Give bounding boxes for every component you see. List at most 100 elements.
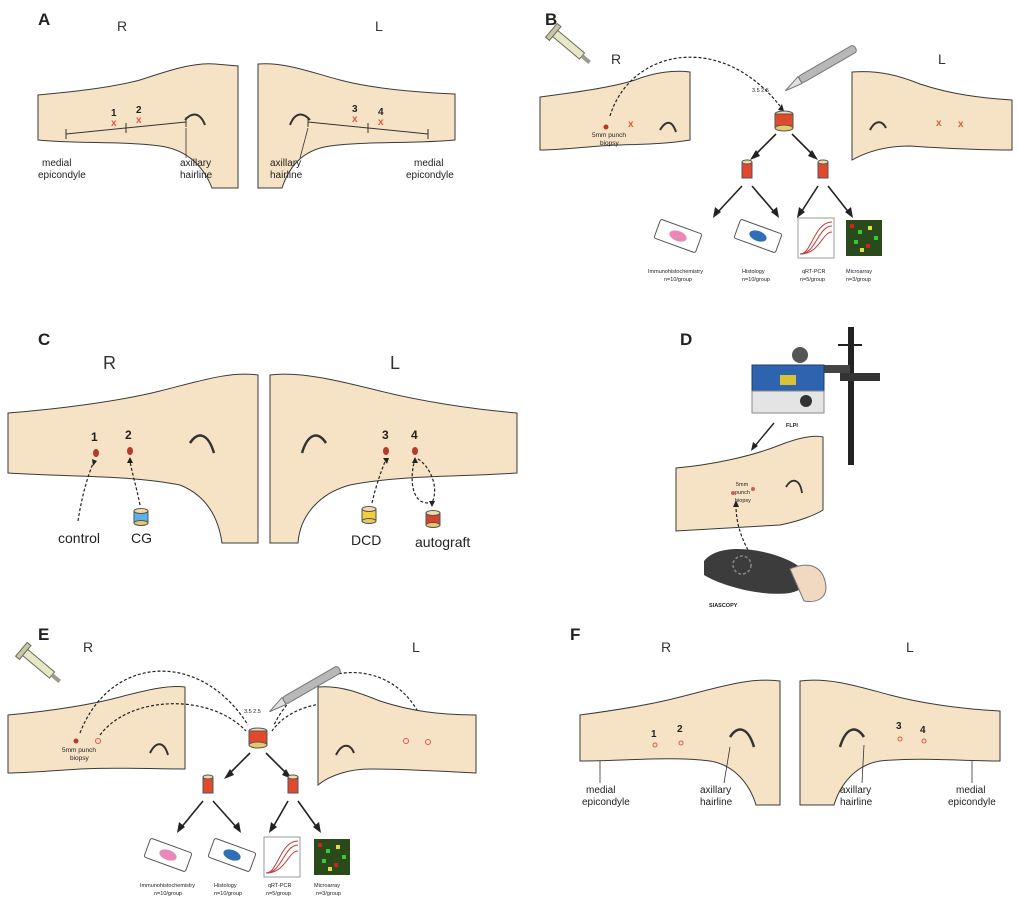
landmark-label: medial — [586, 785, 615, 796]
biopsy-wound — [74, 739, 79, 744]
biopsy-wound — [751, 487, 755, 491]
cg-graft-icon — [134, 509, 148, 526]
landmark-label: medial — [414, 158, 443, 169]
biopsy-label: 5mm — [736, 482, 749, 488]
site-label: 3 — [896, 721, 902, 732]
autograft-icon — [426, 511, 440, 528]
qpcr-curve-icon — [264, 837, 300, 877]
biopsy-label: biopsy — [735, 498, 751, 504]
output-n: n=10/group — [154, 891, 182, 897]
biopsy-label: biopsy — [70, 755, 90, 762]
landmark-label: hairline — [700, 797, 733, 808]
left-arm — [852, 72, 1012, 160]
panel-a: A R 1 2 x x medial epicondyle axillary h… — [0, 0, 500, 200]
output-name: Microarray — [314, 883, 340, 889]
landmark-label: epicondyle — [948, 797, 996, 808]
site-label: 4 — [920, 725, 926, 736]
stand-pole — [848, 327, 854, 465]
histology-slide-icon — [734, 219, 782, 253]
left-arm — [270, 374, 517, 543]
biopsy-marker: x — [111, 118, 117, 129]
site-label: 2 — [125, 428, 132, 442]
site-label: 1 — [651, 729, 657, 740]
graft-label: CG — [131, 530, 152, 546]
output-name: Microarray — [846, 269, 872, 275]
biopsy-marker: x — [136, 115, 142, 126]
scalpel-icon — [782, 45, 857, 93]
side-label-right: R — [611, 51, 621, 67]
output-name: Histology — [742, 269, 765, 275]
microarray-icon — [846, 220, 882, 256]
landmark-label: hairline — [840, 797, 873, 808]
device-label: FLPI — [786, 423, 798, 429]
ruler-label: 3.5 2.5 — [752, 88, 769, 94]
panel-f: F R 1 2 medial epicondyle axillary hairl… — [560, 615, 1018, 815]
panel-d-drawing: FLPI 5mm punch biopsy SIASCOPY — [640, 325, 900, 610]
site-label: 1 — [91, 430, 98, 444]
side-label-left: L — [906, 639, 914, 655]
biopsy-label: 5mm punch — [62, 747, 96, 754]
biopsy-label: punch — [735, 490, 750, 496]
output-n: n=3/group — [316, 891, 341, 897]
histology-slide-icon — [208, 838, 256, 872]
right-arm — [8, 374, 258, 543]
landmark-label: epicondyle — [406, 170, 454, 181]
panel-e: E R 5mm punch biopsy 3.5 2.5 — [0, 615, 520, 898]
landmark-label: axillary — [700, 785, 731, 796]
panel-letter: F — [570, 625, 580, 645]
landmark-label: hairline — [180, 170, 213, 181]
side-label-left: L — [375, 18, 383, 34]
panel-a-drawing: R 1 2 x x medial epicondyle axillary hai… — [0, 0, 500, 200]
biopsy-marker: x — [936, 118, 942, 129]
wound-site — [93, 449, 99, 457]
tissue-sample-icon — [775, 111, 793, 131]
landmark-label: axillary — [840, 785, 871, 796]
panel-b: B R x 5mm punch biopsy 3.5 2.5 — [520, 0, 1018, 300]
panel-letter: E — [38, 625, 49, 645]
graft-label: control — [58, 530, 100, 546]
side-label-left: L — [412, 639, 420, 655]
forearm — [676, 436, 823, 531]
site-label: 2 — [677, 724, 683, 735]
biopsy-wound — [604, 125, 609, 130]
side-label-right: R — [103, 353, 116, 373]
output-n: n=10/group — [214, 891, 242, 897]
landmark-label: epicondyle — [582, 797, 630, 808]
left-arm — [318, 687, 476, 785]
output-n: n=3/group — [846, 277, 871, 283]
panel-letter: B — [545, 10, 557, 30]
side-label-left: L — [938, 51, 946, 67]
biopsy-marker: x — [958, 119, 964, 130]
wound-site — [383, 447, 389, 455]
punch-biopsy-tool-icon — [16, 642, 66, 688]
wound-site — [412, 447, 418, 455]
site-label: 3 — [382, 428, 389, 442]
tissue-half-icon — [818, 160, 828, 178]
landmark-label: axillary — [270, 158, 301, 169]
tissue-half-icon — [203, 775, 213, 793]
panel-letter: C — [38, 330, 50, 350]
panel-c-drawing: R 1 2 control CG L 3 4 DCD autograft — [0, 325, 520, 575]
graft-label: autograft — [415, 534, 470, 550]
panel-c: C R 1 2 control CG L 3 4 DCD autograft — [0, 325, 520, 575]
biopsy-marker: x — [628, 119, 634, 130]
landmark-label: epicondyle — [38, 170, 86, 181]
ruler-label: 3.5 2.5 — [244, 709, 261, 715]
panel-d: D FLPI 5mm punch biopsy — [640, 325, 900, 610]
microarray-icon — [314, 839, 350, 875]
panel-letter: D — [680, 330, 692, 350]
output-n: n=10/group — [742, 277, 770, 283]
punch-biopsy-tool-icon — [546, 23, 596, 69]
siascope-icon — [704, 549, 826, 602]
side-label-left: L — [390, 353, 400, 373]
output-name: Immunohistochemistry — [140, 883, 195, 889]
tissue-sample-icon — [249, 728, 267, 748]
tissue-half-icon — [288, 775, 298, 793]
flpi-device-icon — [752, 365, 824, 413]
output-name: qRT-PCR — [268, 883, 291, 889]
qpcr-curve-icon — [798, 218, 834, 258]
ihc-slide-icon — [144, 838, 192, 872]
output-name: Immunohistochemistry — [648, 269, 703, 275]
panel-e-drawing: R 5mm punch biopsy 3.5 2.5 — [0, 615, 520, 898]
